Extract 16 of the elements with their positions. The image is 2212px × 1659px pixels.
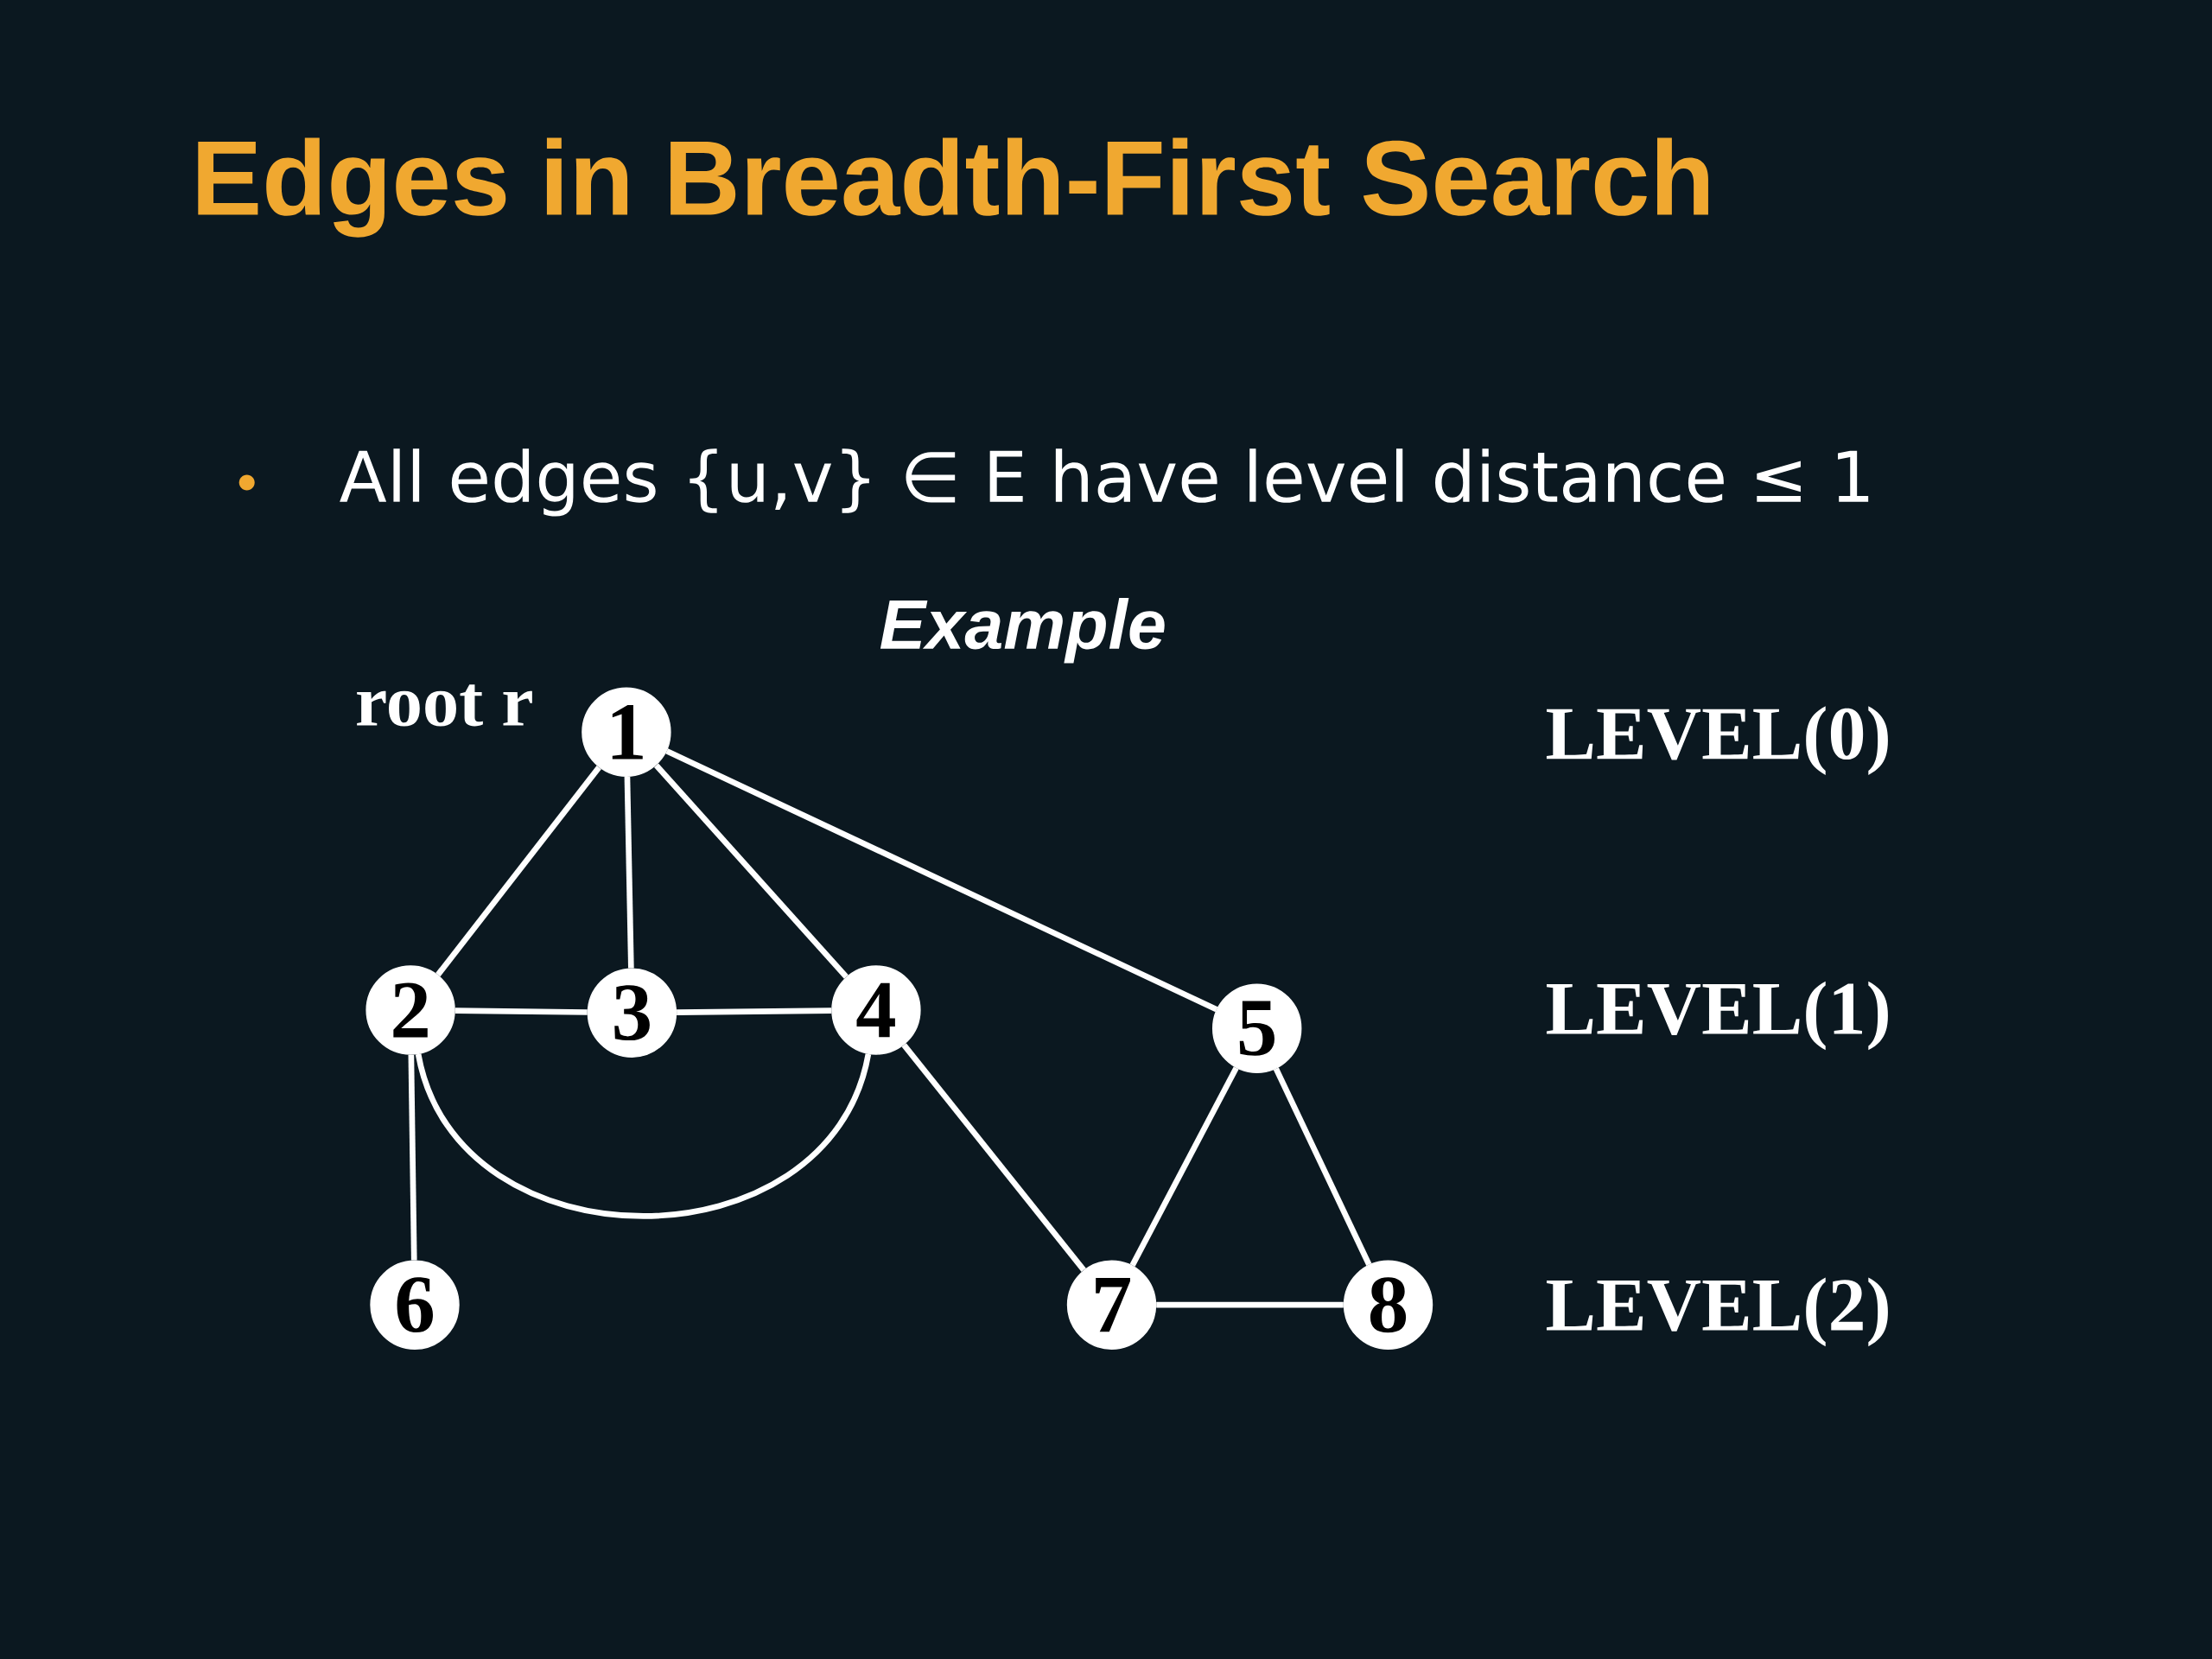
graph-edge (624, 776, 634, 969)
slide-title: Edges in Breadth-First Search (198, 137, 1708, 238)
graph-edge (435, 766, 601, 977)
level-label: LEVEL(0) (1546, 706, 1888, 775)
graph-edge (654, 763, 849, 979)
graph-edge (1129, 1066, 1239, 1267)
graph-edge (901, 1043, 1086, 1272)
root-label: root r (357, 684, 532, 727)
bullet-text: All edges {u,v} ∈ E have level distance ≤ 1 (340, 448, 1869, 517)
graph-edge (665, 748, 1218, 1013)
graph-edge (1273, 1067, 1372, 1266)
level-label: LEVEL(2) (1546, 1277, 1888, 1347)
graph-edge (415, 1052, 872, 1219)
graph-edge (408, 1054, 417, 1261)
level-label: LEVEL(1) (1546, 981, 1888, 1051)
example-heading: Example (880, 598, 1165, 664)
